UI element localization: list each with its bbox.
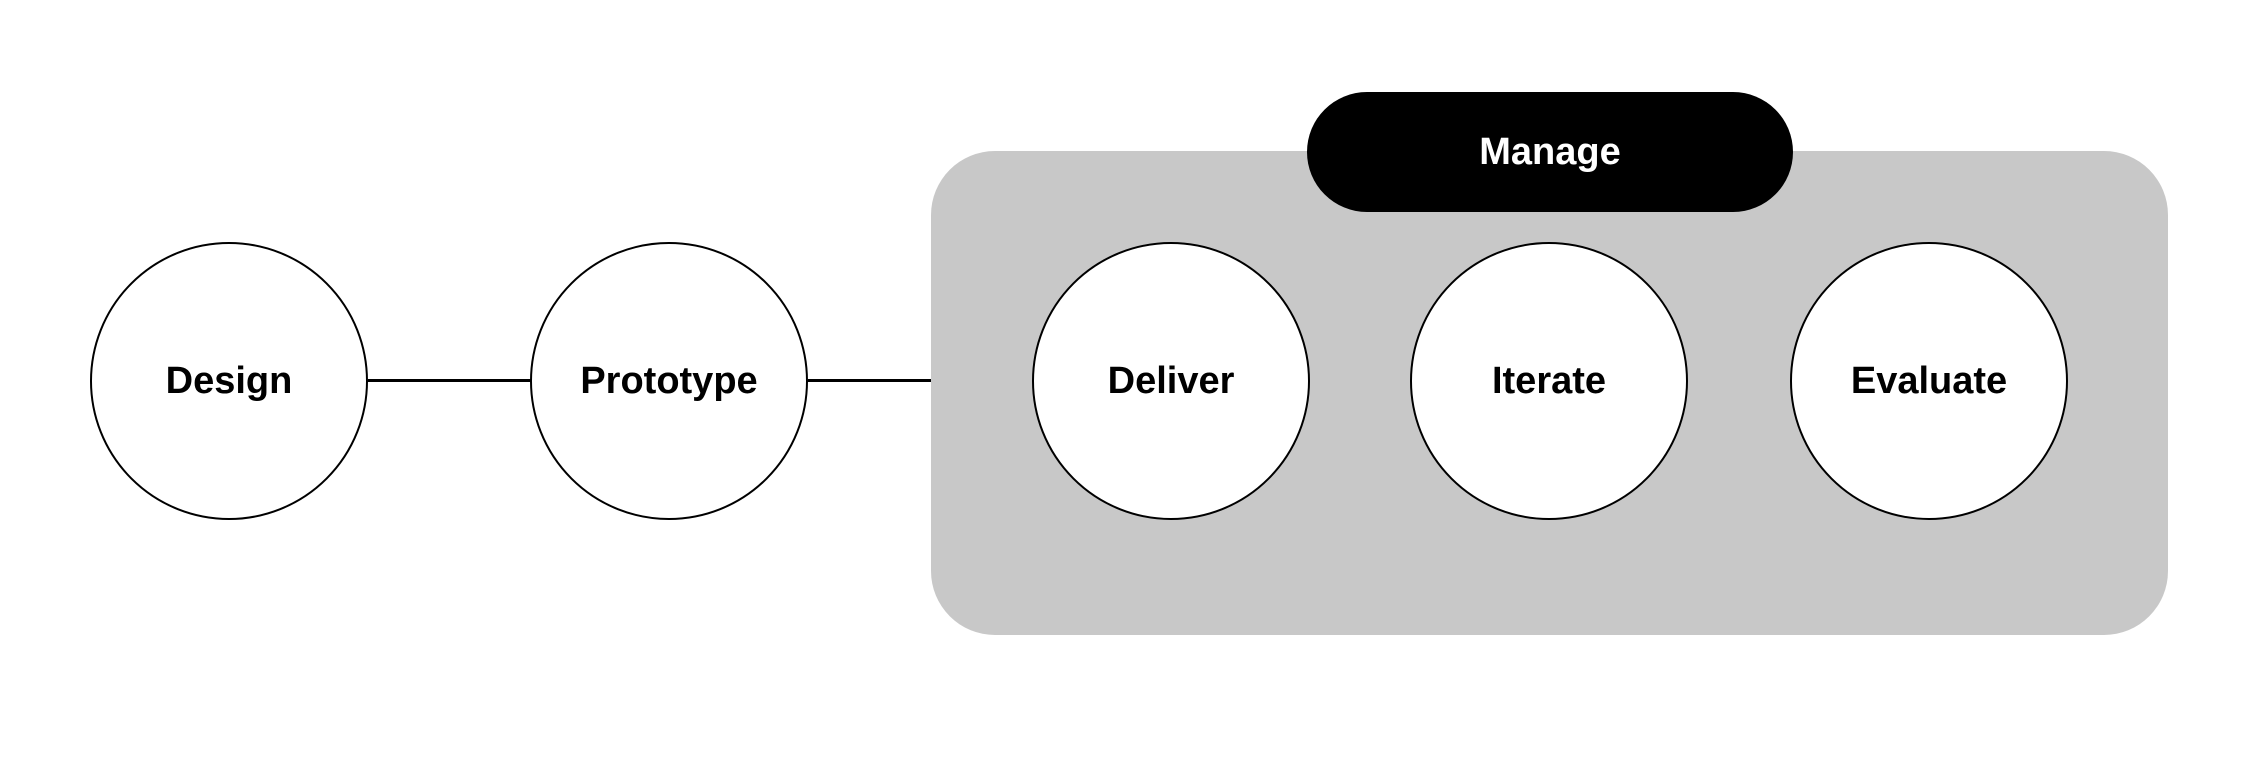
- node-design-label: Design: [165, 359, 293, 402]
- node-deliver-label: Deliver: [1107, 359, 1235, 402]
- node-deliver[interactable]: Deliver: [1032, 242, 1310, 520]
- node-evaluate[interactable]: Evaluate: [1790, 242, 2068, 520]
- node-prototype-label: Prototype: [580, 359, 758, 402]
- node-prototype[interactable]: Prototype: [530, 242, 808, 520]
- manage-badge[interactable]: Manage: [1307, 92, 1793, 212]
- connector-design-prototype: [368, 379, 532, 382]
- node-iterate-label: Iterate: [1491, 359, 1607, 402]
- node-evaluate-label: Evaluate: [1850, 359, 2008, 402]
- manage-badge-label: Manage: [1479, 130, 1621, 173]
- connector-prototype-group: [808, 379, 933, 382]
- node-iterate[interactable]: Iterate: [1410, 242, 1688, 520]
- node-design[interactable]: Design: [90, 242, 368, 520]
